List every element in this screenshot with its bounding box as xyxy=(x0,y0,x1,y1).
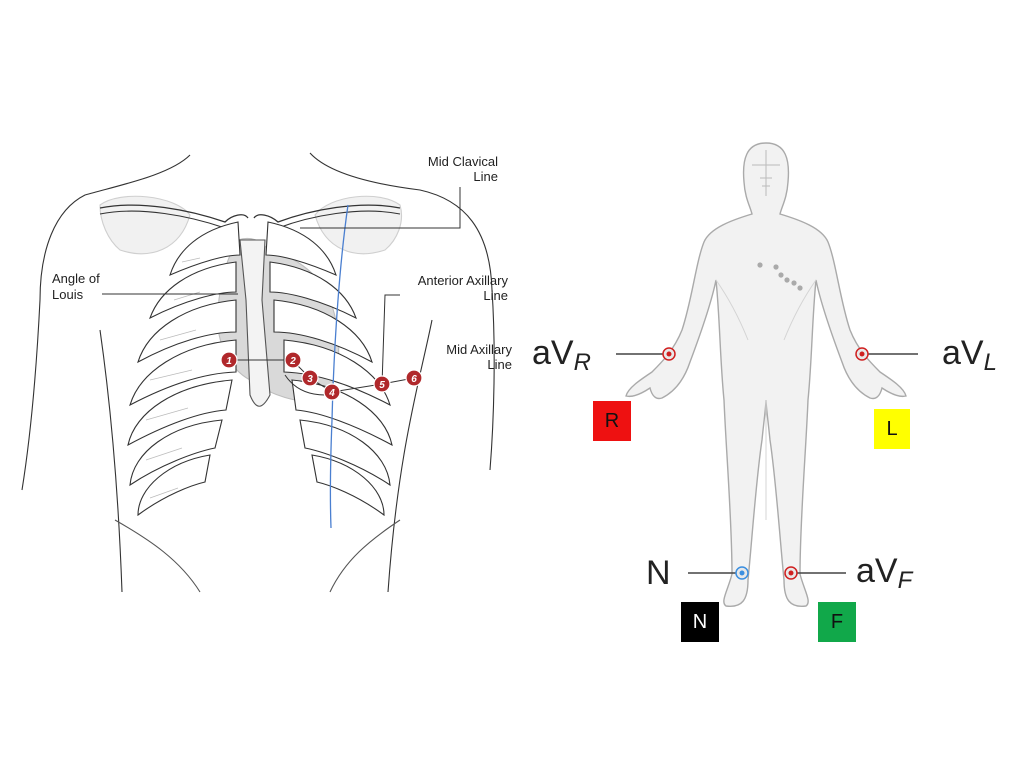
svg-text:4: 4 xyxy=(328,388,335,399)
avl-label: aVL xyxy=(942,334,997,376)
svg-text:2: 2 xyxy=(289,356,296,367)
avr-label: aVR xyxy=(532,334,591,376)
angle-of-louis-label-line2: Louis xyxy=(52,287,84,302)
electrode-v4: 4 xyxy=(323,383,341,401)
lead-box-r: R xyxy=(593,401,631,441)
avf-label: aVF xyxy=(856,552,914,594)
anterior-axillary-label-line1: Anterior Axillary xyxy=(418,273,509,288)
mid-axillary-label-line1: Mid Axillary xyxy=(446,342,512,357)
limb-lead-lines xyxy=(616,353,918,574)
svg-text:5: 5 xyxy=(379,380,385,391)
electrode-v1: 1 xyxy=(220,351,238,369)
angle-of-louis-label-line1: Angle of xyxy=(52,271,100,286)
mid-axillary-label-line2: Line xyxy=(487,357,512,372)
svg-text:1: 1 xyxy=(226,356,232,367)
electrode-v3: 3 xyxy=(301,369,319,387)
electrode-right-leg-neutral xyxy=(735,566,749,580)
precordial-dots xyxy=(757,262,803,291)
svg-text:6: 6 xyxy=(411,374,417,385)
electrode-left-arm xyxy=(855,347,869,361)
mid-clavicular-line xyxy=(329,204,349,529)
mid-clavical-label-line1: Mid Clavical xyxy=(428,154,498,169)
electrode-v2: 2 xyxy=(284,351,302,369)
lead-box-n: N xyxy=(681,602,719,642)
mid-clavical-label-line2: Line xyxy=(473,169,498,184)
lead-box-f: F xyxy=(818,602,856,642)
neutral-label: N xyxy=(646,554,671,592)
electrode-right-arm xyxy=(662,347,676,361)
chest-illustration xyxy=(21,152,495,593)
body-figure xyxy=(625,142,907,607)
electrode-left-leg xyxy=(784,566,798,580)
lead-box-l: L xyxy=(874,409,910,449)
anterior-axillary-label-line2: Line xyxy=(483,288,508,303)
electrode-v5: 5 xyxy=(373,375,391,393)
svg-text:3: 3 xyxy=(307,374,313,385)
electrode-v6: 6 xyxy=(405,369,423,387)
